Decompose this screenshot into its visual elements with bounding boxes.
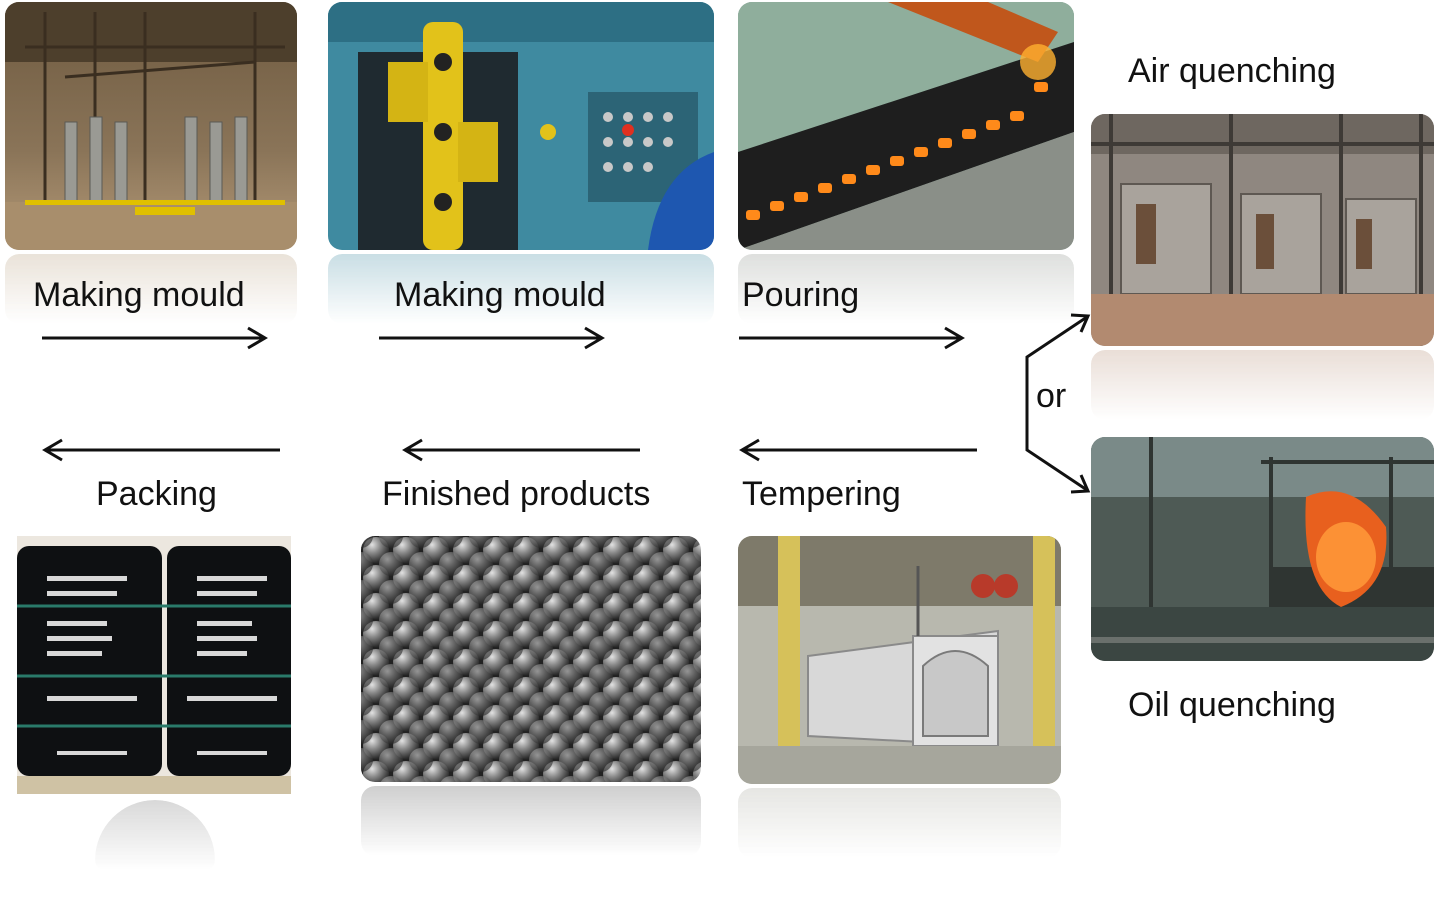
making-mould-photo-2-reflection	[328, 254, 714, 324]
packing-photo	[17, 536, 291, 794]
making-mould-photo-1-reflection	[5, 254, 297, 324]
arrow-right-3	[739, 326, 965, 350]
air-quenching-photo	[1091, 114, 1434, 346]
oil-quenching-photo	[1091, 437, 1434, 661]
making-mould-photo-2	[328, 2, 714, 250]
making-mould-photo-1	[5, 2, 297, 250]
step-label-finished-products: Finished products	[382, 475, 651, 513]
arrow-right-1	[42, 326, 268, 350]
branch-arrows	[1025, 313, 1091, 494]
step-label-packing: Packing	[96, 475, 217, 513]
tempering-photo-reflection	[738, 788, 1061, 858]
arrow-left-3	[739, 438, 977, 462]
packing-photo-reflection	[95, 800, 215, 870]
finished-products-photo-reflection	[361, 786, 701, 856]
tempering-photo	[738, 536, 1061, 784]
step-label-pouring: Pouring	[742, 276, 860, 314]
step-label-making-mould-2: Making mould	[394, 276, 606, 314]
arrow-right-2	[379, 326, 605, 350]
step-label-air-quenching: Air quenching	[1128, 52, 1336, 90]
or-label: or	[1036, 377, 1067, 415]
pouring-photo-reflection	[738, 254, 1074, 324]
step-label-oil-quenching: Oil quenching	[1128, 686, 1336, 724]
step-label-making-mould-1: Making mould	[33, 276, 245, 314]
arrow-left-2	[402, 438, 640, 462]
air-quenching-photo-reflection	[1091, 350, 1434, 420]
pouring-photo	[738, 2, 1074, 250]
finished-products-photo	[361, 536, 701, 782]
arrow-left-1	[42, 438, 280, 462]
step-label-tempering: Tempering	[742, 475, 901, 513]
